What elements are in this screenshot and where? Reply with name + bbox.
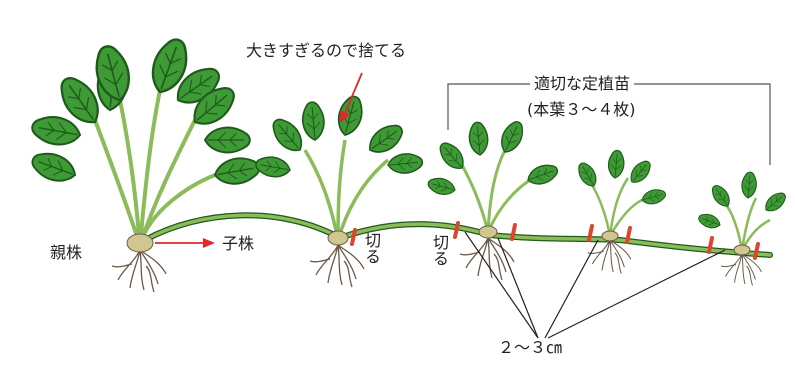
- seedling-1-icon: [425, 117, 561, 281]
- seedling-2-icon: [574, 149, 668, 275]
- cut-label-1: 切る: [362, 232, 381, 264]
- discard-label: 大きすぎるので捨てる: [246, 41, 407, 60]
- arrow-discard: [340, 72, 363, 123]
- proper-seedling-sub-label: (本葉３～４枚): [527, 100, 636, 119]
- child-plant-label: 子株: [222, 234, 255, 253]
- cut-marks: [350, 221, 760, 260]
- proper-seedling-label: 適切な定植苗: [530, 76, 635, 92]
- large-child-plant-icon: [253, 92, 424, 288]
- arrow-child: [155, 238, 215, 248]
- bracket: [447, 83, 771, 165]
- parent-plant-label: 親株: [50, 243, 83, 262]
- distance-lines: [464, 231, 726, 339]
- cut-label-2: 切る: [430, 234, 449, 266]
- parent-plant-icon: [27, 33, 263, 293]
- distance-label: ２～３㎝: [498, 338, 563, 357]
- seedling-3-icon: [696, 171, 790, 286]
